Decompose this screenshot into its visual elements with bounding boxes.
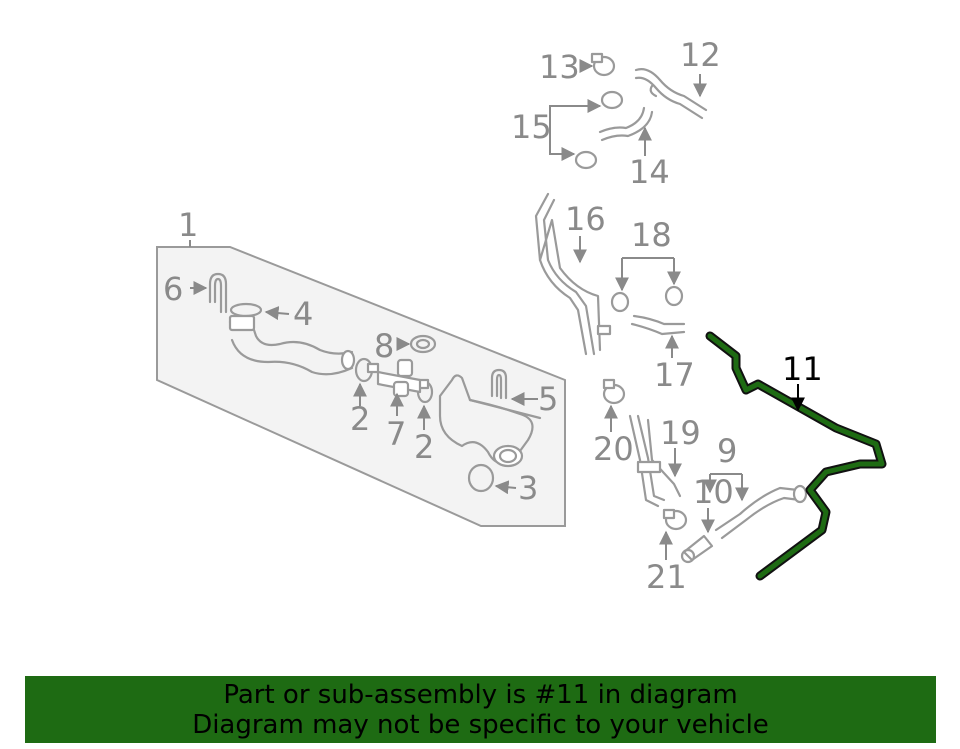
part-15-clamp-bottom[interactable] bbox=[574, 150, 598, 170]
part-21-clamp[interactable] bbox=[662, 508, 688, 531]
callout-19: 19 bbox=[660, 414, 701, 452]
part-20-clamp[interactable] bbox=[602, 378, 626, 405]
callout-16: 16 bbox=[565, 200, 606, 238]
callout-18: 18 bbox=[631, 216, 672, 254]
banner-line-1: Part or sub-assembly is #11 in diagram bbox=[223, 679, 738, 710]
callout-17: 17 bbox=[654, 356, 695, 394]
info-banner: Part or sub-assembly is #11 in diagram D… bbox=[25, 676, 936, 743]
banner-line-2: Diagram may not be specific to your vehi… bbox=[192, 709, 769, 740]
part-15-clamp-top[interactable] bbox=[600, 90, 624, 110]
part-18-clamp-right[interactable] bbox=[664, 285, 684, 307]
part-11-pipe-highlighted[interactable] bbox=[705, 331, 887, 581]
callout-21: 21 bbox=[646, 558, 687, 596]
callout-2-right: 2 bbox=[414, 428, 434, 466]
part-6-clip[interactable] bbox=[208, 272, 228, 314]
callout-9: 9 bbox=[717, 432, 737, 470]
part-14-hose[interactable] bbox=[598, 106, 654, 142]
callout-3: 3 bbox=[518, 469, 538, 507]
part-3-o-ring[interactable] bbox=[467, 463, 495, 493]
part-19-hose[interactable] bbox=[628, 414, 682, 508]
callout-10: 10 bbox=[693, 473, 734, 511]
part-17-hose[interactable] bbox=[630, 314, 686, 336]
part-10-connector[interactable] bbox=[680, 534, 714, 564]
callout-5: 5 bbox=[538, 380, 558, 418]
part-8-clamp[interactable] bbox=[409, 334, 437, 354]
callout-8: 8 bbox=[374, 327, 394, 365]
callout-7: 7 bbox=[386, 415, 406, 453]
part-12-hose[interactable] bbox=[634, 68, 708, 120]
callout-14: 14 bbox=[629, 153, 670, 191]
part-1-outlet-housing[interactable] bbox=[438, 374, 542, 468]
callout-20: 20 bbox=[593, 430, 634, 468]
part-5-clip[interactable] bbox=[490, 368, 508, 400]
part-7-connector[interactable] bbox=[376, 358, 422, 398]
parts-diagram: 1 6 4 8 2 7 2 5 3 13 12 15 14 16 18 17 2… bbox=[156, 36, 887, 596]
callout-2-left: 2 bbox=[350, 400, 370, 438]
part-16-pipe[interactable] bbox=[534, 192, 612, 356]
part-1-hose[interactable] bbox=[228, 314, 356, 376]
part-13-clamp[interactable] bbox=[590, 52, 616, 77]
part-18-clamp-left[interactable] bbox=[610, 291, 630, 313]
callout-13: 13 bbox=[539, 48, 580, 86]
part-9-hose[interactable] bbox=[714, 484, 808, 540]
callout-12: 12 bbox=[680, 36, 721, 74]
callout-6: 6 bbox=[163, 270, 183, 308]
callout-4: 4 bbox=[293, 295, 313, 333]
callout-11: 11 bbox=[782, 350, 823, 388]
callout-15: 15 bbox=[511, 108, 552, 146]
callout-1: 1 bbox=[178, 206, 198, 244]
part-2-clamp-left[interactable] bbox=[354, 357, 380, 383]
